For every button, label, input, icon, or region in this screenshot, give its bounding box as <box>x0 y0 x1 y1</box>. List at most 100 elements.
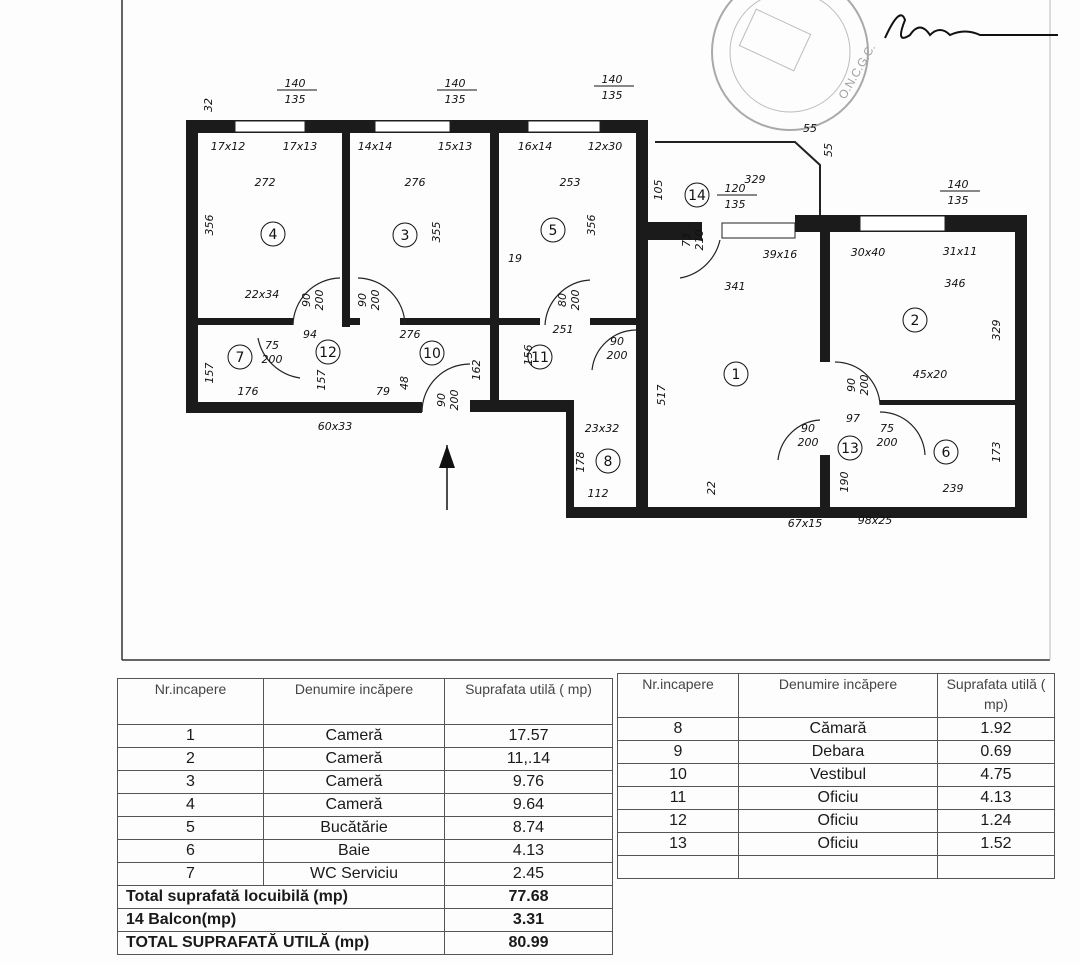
dimension-label: 276 <box>405 176 426 189</box>
cell-name: Oficiu <box>738 809 938 833</box>
dimension-label: 45x20 <box>913 368 948 381</box>
total-value: 77.68 <box>444 885 613 909</box>
dimension-label: 22x34 <box>245 288 280 301</box>
room-number-circle <box>723 361 749 387</box>
room-number: 14 <box>688 188 706 204</box>
dimension-label: 67x15 <box>788 517 823 530</box>
cell-area: 1.52 <box>937 832 1055 856</box>
cell-area: 9.64 <box>444 793 613 817</box>
dimension-label: 253 <box>560 176 581 189</box>
dimension-label: 94 <box>303 328 317 341</box>
dimension-label: 32 <box>202 98 215 112</box>
dimension-label: 356 <box>585 215 598 236</box>
table-header: Nr.incapere Denumire incăpere Suprafata … <box>117 678 613 725</box>
cell-nr: 9 <box>617 740 739 764</box>
room-number-circle <box>315 339 341 365</box>
room-number-circle <box>902 307 928 333</box>
door-width: 80 <box>556 293 569 307</box>
dimension-label: 156 <box>522 345 535 366</box>
dimension-label: 356 <box>203 215 216 236</box>
total-label: Total suprafată locuibilă (mp) <box>117 885 445 909</box>
room-number-circle <box>933 439 959 465</box>
total-label: 14 Balcon(mp) <box>117 908 445 932</box>
header-area: Suprafata utilă ( mp) <box>937 673 1055 718</box>
dimension-label: 31x11 <box>943 245 978 258</box>
dimension-label: 19 <box>508 252 522 265</box>
north-arrow <box>439 445 455 510</box>
dimension-label: 176 <box>238 385 259 398</box>
dimension-label: 346 <box>945 277 966 290</box>
table-header: Nr.incapere Denumire incăpere Suprafata … <box>617 673 1055 718</box>
room-number-circle <box>527 344 553 370</box>
cell-area <box>937 855 1055 879</box>
dimension-label: 39x16 <box>763 248 798 261</box>
door-swings <box>257 239 926 461</box>
window-height: 135 <box>602 89 623 102</box>
dimension-label: 276 <box>400 328 421 341</box>
dimension-label: 55 <box>822 143 835 157</box>
cell-area: 1.92 <box>937 717 1055 741</box>
door-width: 90 <box>356 293 369 307</box>
dimension-label: 190 <box>838 472 851 493</box>
balcony-outline <box>655 141 821 215</box>
dimension-label: 251 <box>553 323 574 336</box>
door-width: 75 <box>880 422 894 435</box>
room-number: 1 <box>732 367 741 383</box>
room-number-circle <box>684 182 710 208</box>
dimension-label: 12x30 <box>588 140 623 153</box>
door-height: 200 <box>569 290 582 311</box>
window-width: 120 <box>725 182 746 195</box>
dimension-label: 173 <box>990 442 1003 463</box>
door-width: 90 <box>610 335 624 348</box>
total-row: TOTAL SUPRAFATĂ UTILĂ (mp)80.99 <box>117 931 613 955</box>
dimension-label: 22 <box>705 481 718 495</box>
cell-area: 2.45 <box>444 862 613 886</box>
cell-nr: 12 <box>617 809 739 833</box>
total-row: 14 Balcon(mp)3.31 <box>117 908 613 932</box>
cell-area: 17.57 <box>444 724 613 748</box>
room-number: 7 <box>236 350 245 366</box>
windows <box>234 120 946 239</box>
dimension-label: 329 <box>990 320 1003 341</box>
total-value: 80.99 <box>444 931 613 955</box>
dimension-label: 105 <box>652 180 665 201</box>
total-label: TOTAL SUPRAFATĂ UTILĂ (mp) <box>117 931 445 955</box>
cell-nr: 4 <box>117 793 264 817</box>
door-height: 200 <box>262 353 283 366</box>
room-table-right: Nr.incapere Denumire incăpere Suprafata … <box>617 673 1055 879</box>
cell-name: Bucătărie <box>263 816 445 840</box>
window-width: 140 <box>948 178 969 191</box>
dimension-label: 157 <box>203 363 216 384</box>
cell-nr <box>617 855 739 879</box>
cell-area: 8.74 <box>444 816 613 840</box>
dimension-label: 60x33 <box>318 420 353 433</box>
dimension-label: 517 <box>655 385 668 406</box>
cell-name: Oficiu <box>738 832 938 856</box>
cell-nr: 8 <box>617 717 739 741</box>
dimension-label: 98x25 <box>858 514 893 527</box>
signature <box>884 14 1058 39</box>
dimension-label: 30x40 <box>851 246 886 259</box>
room-number-circle <box>260 221 286 247</box>
room-table-left: Nr.incapere Denumire incăpere Suprafata … <box>117 678 613 955</box>
door-height: 200 <box>448 390 461 411</box>
room-number: 11 <box>531 350 549 366</box>
dimension-label: 55 <box>803 122 817 135</box>
door-height: 200 <box>607 349 628 362</box>
cell-name: WC Serviciu <box>263 862 445 886</box>
cell-area: 4.13 <box>937 786 1055 810</box>
cell-area: 4.13 <box>444 839 613 863</box>
cell-area: 0.69 <box>937 740 1055 764</box>
cell-nr: 7 <box>117 862 264 886</box>
dimension-label: 162 <box>470 360 483 381</box>
room-number: 12 <box>319 345 337 361</box>
cell-name: Cameră <box>263 770 445 794</box>
